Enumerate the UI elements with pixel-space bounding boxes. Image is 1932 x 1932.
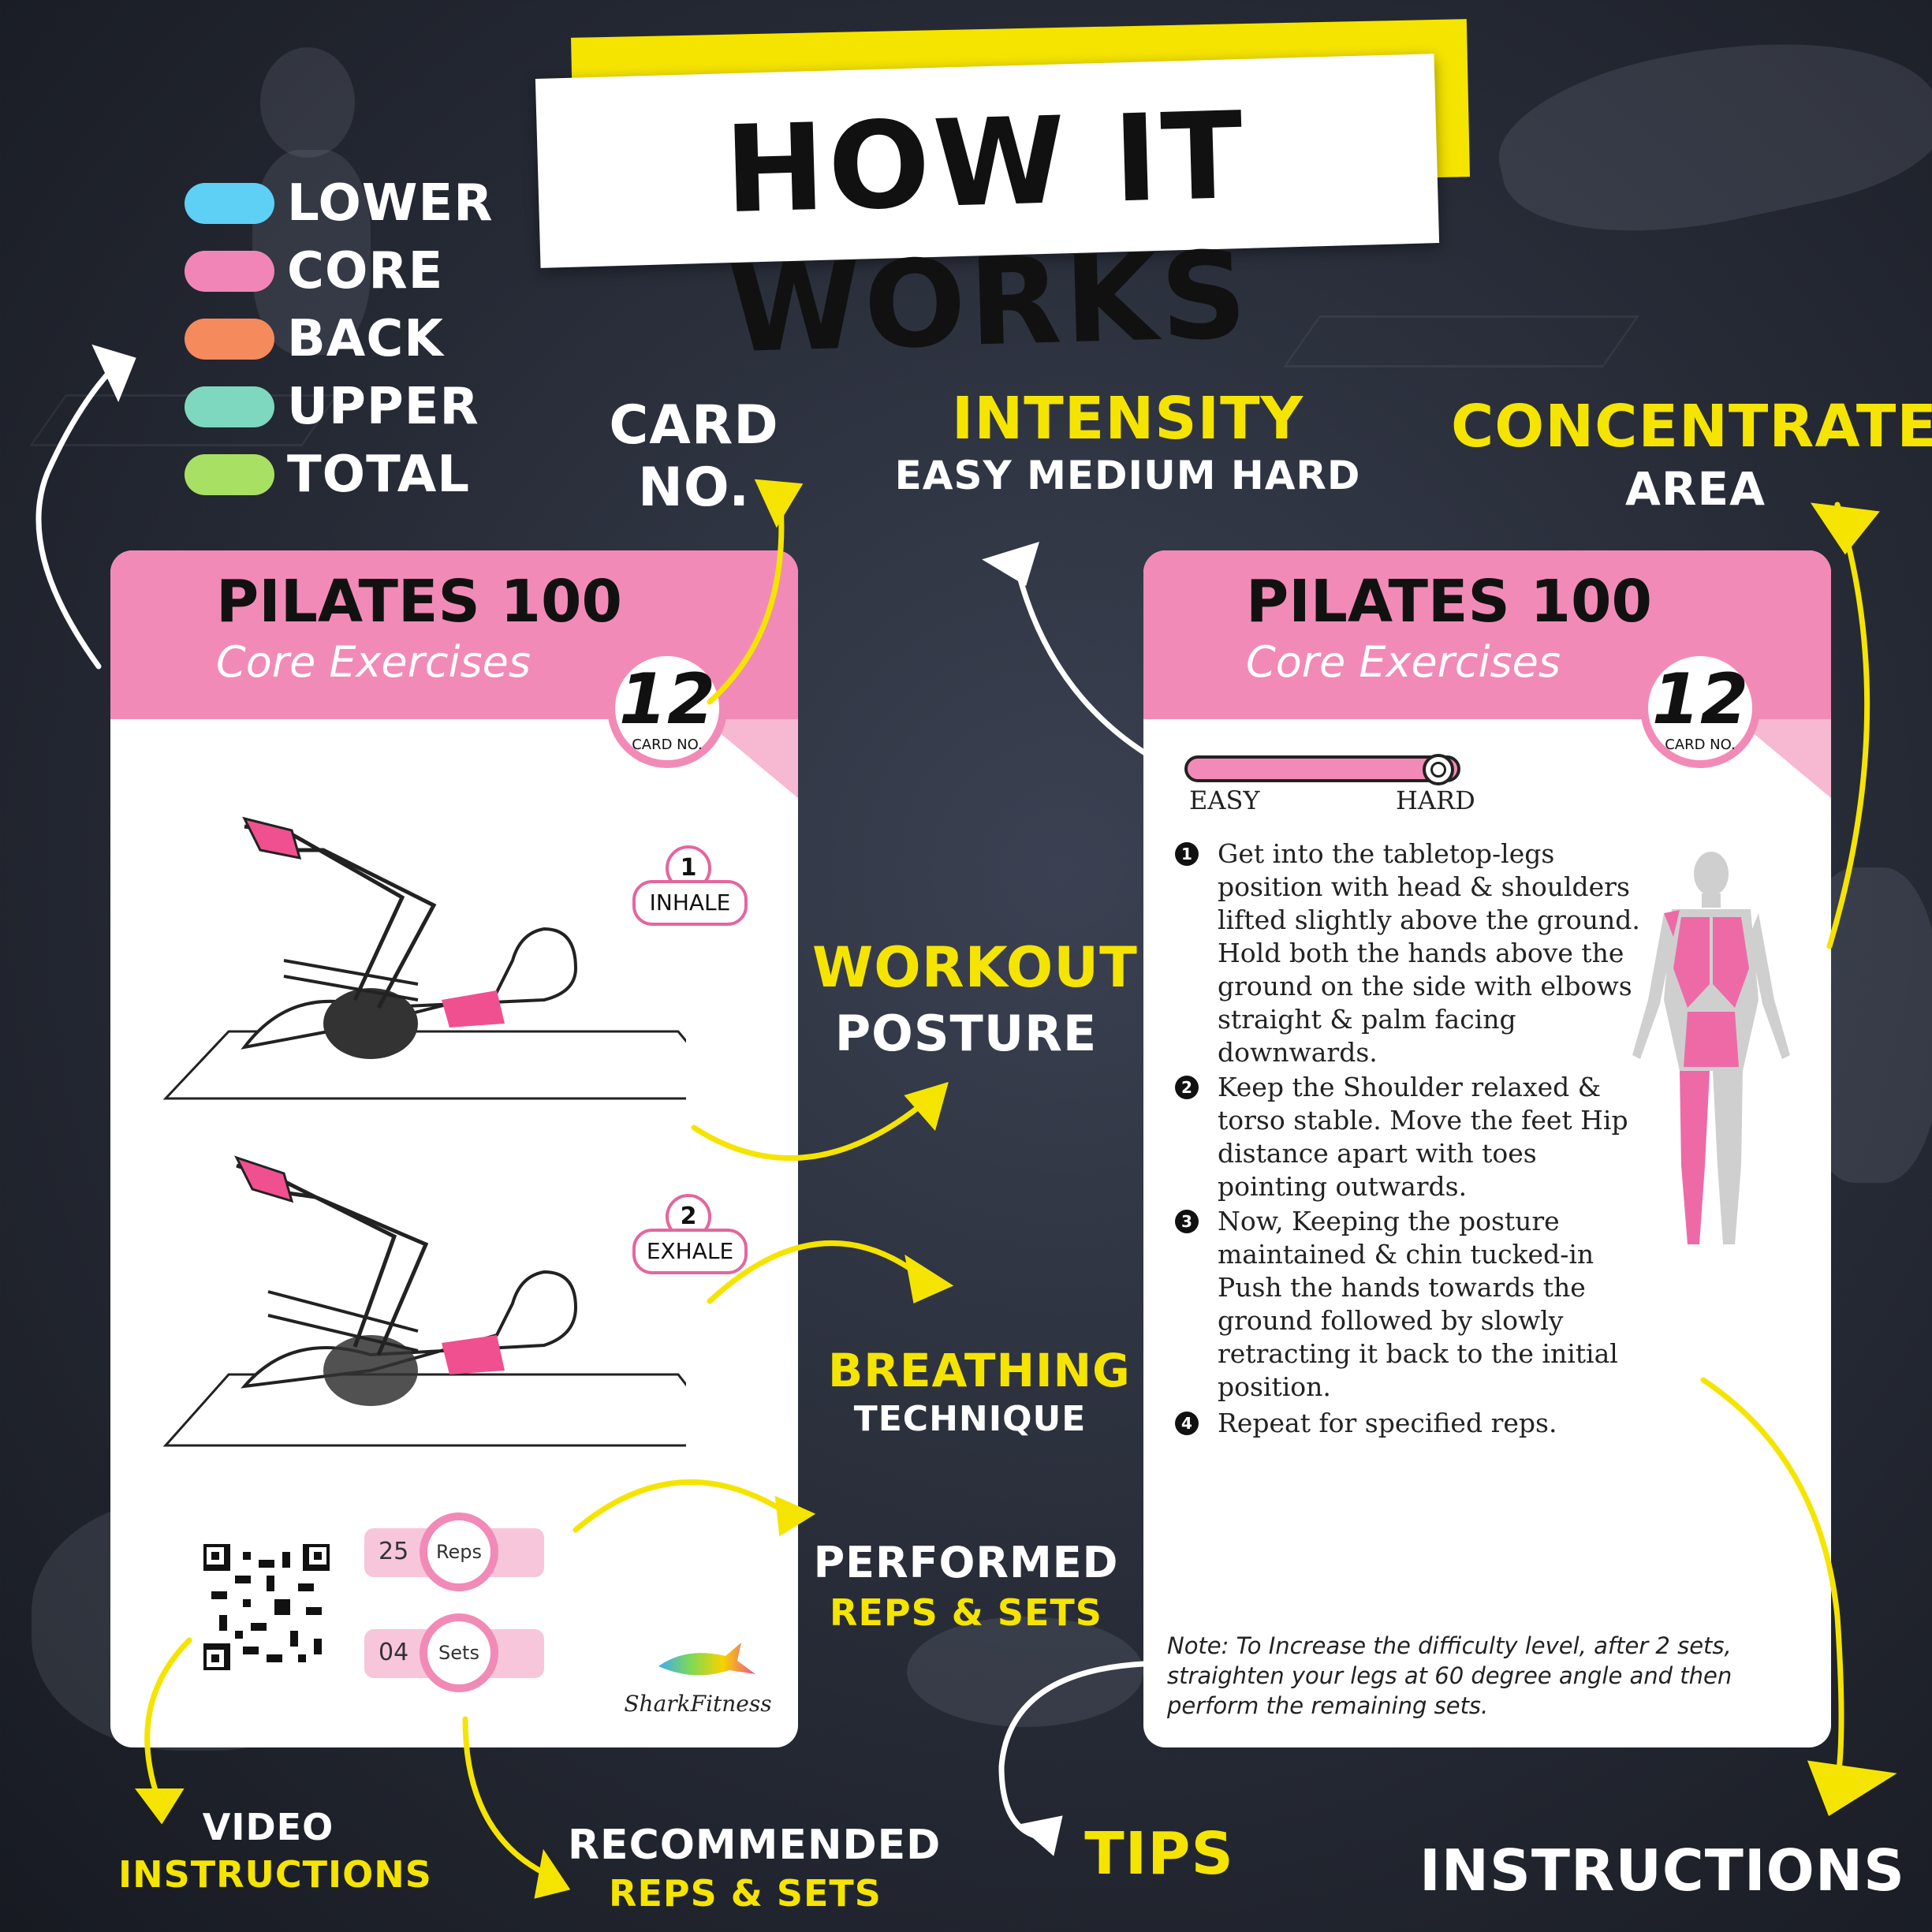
instruction-item: 3 Now, Keeping the posture maintained & … (1175, 1205, 1648, 1404)
label-workout: WORKOUT (812, 935, 1138, 1000)
instruction-number: 3 (1175, 1210, 1199, 1233)
sets-value: 04 (379, 1639, 409, 1666)
tips-note: Note: To Increase the difficulty level, … (1167, 1632, 1732, 1719)
label-technique: TECHNIQUE (853, 1399, 1087, 1439)
legend-label: LOWER (287, 174, 494, 233)
instruction-item: 2 Keep the Shoulder relaxed & torso stab… (1175, 1071, 1648, 1203)
reps-indicator: 25 Reps (364, 1512, 544, 1591)
legend-item-core: CORE (185, 242, 443, 300)
legend-swatch (185, 183, 274, 224)
reps-label: Reps (420, 1512, 498, 1591)
breath-label-inhale: INHALE (632, 880, 748, 926)
legend-label: UPPER (287, 378, 479, 436)
breath-label-exhale: EXHALE (632, 1229, 748, 1274)
card-title: PILATES 100 (1246, 568, 1653, 636)
label-breathing: BREATHING (828, 1344, 1131, 1397)
instruction-text: Repeat for specified reps. (1218, 1408, 1557, 1438)
legend-item-back: BACK (185, 310, 444, 368)
legend-label: TOTAL (287, 446, 471, 504)
legend-item-upper: UPPER (185, 378, 479, 436)
intensity-easy-label: EASY (1189, 785, 1260, 815)
instruction-number: 1 (1175, 842, 1199, 866)
reps-value: 25 (379, 1538, 409, 1565)
legend-swatch (185, 251, 274, 292)
card-number-label: CARD NO. (632, 737, 703, 753)
card-subtitle: Core Exercises (216, 637, 531, 687)
card-number-badge: 12 CARD NO. (1640, 648, 1760, 768)
arrow-to-intensity (1014, 565, 1154, 760)
legend-swatch (185, 454, 274, 495)
label-tips: TIPS (1084, 1820, 1234, 1888)
label-video: VIDEO (202, 1806, 334, 1848)
label-area: AREA (1624, 462, 1766, 516)
instruction-number: 4 (1175, 1412, 1199, 1435)
label-intensity-levels: EASY MEDIUM HARD (894, 453, 1361, 498)
label-posture: POSTURE (834, 1005, 1098, 1062)
label-instructions: INSTRUCTIONS (1419, 1837, 1905, 1904)
instruction-text: Now, Keeping the posture maintained & ch… (1218, 1206, 1618, 1402)
label-card-no: CARD NO. (609, 394, 779, 519)
muscle-body-icon (1632, 852, 1790, 1244)
card-front: PILATES 100 Core Exercises 12 CARD NO. 1… (110, 550, 798, 1747)
label-recommended-reps-sets: REPS & SETS (609, 1872, 882, 1915)
legend-swatch (185, 319, 274, 360)
card-number-badge: 12 CARD NO. (607, 648, 727, 768)
card-number: 12 (1651, 658, 1749, 740)
exercise-illustration-exhale (162, 1155, 686, 1447)
page-title: HOW IT WORKS (722, 85, 1252, 380)
card-number: 12 (618, 658, 716, 740)
legend-label: BACK (287, 310, 444, 368)
card-title: PILATES 100 (216, 568, 623, 636)
legend-swatch (185, 386, 274, 427)
sets-indicator: 04 Sets (364, 1613, 544, 1692)
label-performed: PERFORMED (813, 1538, 1119, 1587)
instruction-item: 1 Get into the tabletop-legs position wi… (1175, 837, 1648, 1069)
card-back: PILATES 100 Core Exercises 12 CARD NO. E… (1143, 550, 1831, 1747)
intensity-slider (1184, 755, 1460, 782)
legend-item-lower: LOWER (185, 174, 494, 233)
legend-label: CORE (287, 242, 444, 300)
card-subtitle: Core Exercises (1246, 637, 1561, 687)
exercise-illustration-inhale (162, 816, 686, 1100)
sets-label: Sets (420, 1613, 498, 1692)
label-performed-reps-sets: REPS & SETS (830, 1591, 1102, 1634)
label-concentrated: CONCENTRATED (1451, 393, 1932, 461)
label-intensity: INTENSITY (951, 385, 1304, 453)
label-video-instructions: INSTRUCTIONS (118, 1853, 432, 1896)
card-number-label: CARD NO. (1665, 737, 1736, 753)
instruction-text: Keep the Shoulder relaxed & torso stable… (1218, 1072, 1628, 1202)
intensity-slider-knob-ring (1430, 762, 1446, 778)
shark-logo-icon (658, 1643, 755, 1676)
instruction-number: 2 (1175, 1076, 1199, 1099)
brand-name: SharkFitness (624, 1691, 772, 1717)
instruction-text: Get into the tabletop-legs position with… (1218, 838, 1640, 1068)
qr-code-icon[interactable] (203, 1544, 330, 1670)
label-recommended: RECOMMENDED (568, 1822, 942, 1869)
intensity-hard-label: HARD (1396, 785, 1475, 815)
instruction-item: 4 Repeat for specified reps. (1175, 1407, 1648, 1440)
legend-item-total: TOTAL (185, 446, 470, 504)
